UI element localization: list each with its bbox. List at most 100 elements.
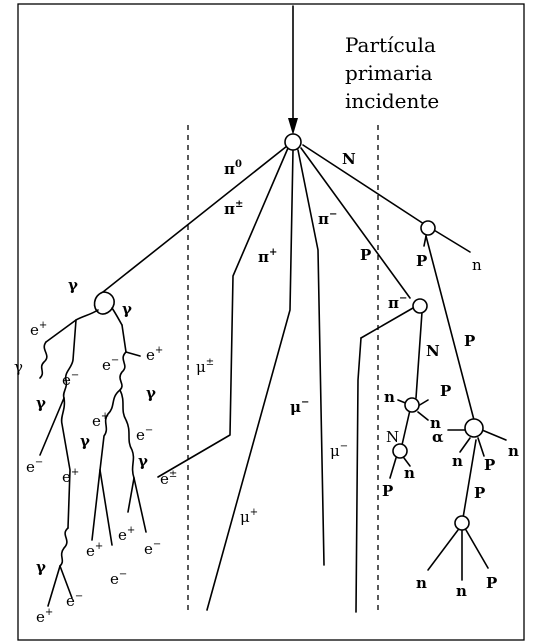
track-gamma-wiggle-b xyxy=(59,527,69,567)
track-pi0 xyxy=(102,145,288,293)
label-pi0: π0 xyxy=(224,159,242,178)
label-eminus-7: e− xyxy=(66,591,83,610)
label-eminus-4: e− xyxy=(26,457,43,476)
label-P-1: P xyxy=(416,252,427,270)
track-P-6 xyxy=(462,439,477,519)
title-line-2: primaria xyxy=(345,61,433,85)
node-primary xyxy=(284,133,302,151)
label-eplus-2: e+ xyxy=(146,345,163,364)
label-eminus-1: e− xyxy=(62,370,79,389)
label-pi-minus-mid: π− xyxy=(318,209,337,228)
node-alpha xyxy=(464,418,484,438)
track-P-7 xyxy=(465,529,489,569)
track-P xyxy=(300,147,411,299)
label-n-7: n xyxy=(416,574,427,592)
label-eminus-2: e− xyxy=(102,355,119,374)
label-N-top: N xyxy=(342,150,356,168)
track-pi-minus-right xyxy=(360,307,414,339)
label-eplus-4: e+ xyxy=(62,467,79,486)
track-P-5 xyxy=(477,437,485,457)
track-muon-plus xyxy=(206,149,294,611)
track-eminus-b xyxy=(39,397,65,456)
track-n-7 xyxy=(427,529,459,571)
track-gamma-wiggle-a xyxy=(39,341,48,379)
label-n-4: n xyxy=(404,464,415,482)
node-n xyxy=(404,397,420,413)
label-n-3: n xyxy=(430,414,441,432)
label-gamma-5: γ xyxy=(146,384,156,402)
label-P-5: P xyxy=(484,456,495,474)
label-n-1: n xyxy=(472,256,482,274)
node-N xyxy=(420,220,436,236)
track-N-3 xyxy=(401,409,411,446)
track-eminus-f xyxy=(133,477,147,533)
track-n-5 xyxy=(459,437,471,453)
label-eminus-6: e− xyxy=(110,569,127,588)
label-gamma-1: γ xyxy=(68,276,78,294)
label-muminus-1: μ− xyxy=(290,397,309,416)
track-P-1-stub xyxy=(423,235,427,247)
label-P-mid: P xyxy=(360,246,371,264)
label-muminus-2: μ− xyxy=(330,441,348,460)
title-line-1: Partícula xyxy=(345,33,436,57)
track-muon-minus-2 xyxy=(355,337,362,613)
track-gamma-wiggle-d xyxy=(99,389,121,471)
label-epm: e± xyxy=(160,469,177,488)
track-P-4 xyxy=(389,457,397,479)
label-N-3: N xyxy=(386,428,399,446)
label-P-3: P xyxy=(440,382,451,400)
label-eminus-5: e− xyxy=(144,539,161,558)
label-pipm: π± xyxy=(224,199,243,218)
label-n-6: n xyxy=(508,442,519,460)
track-eminus-e xyxy=(99,469,113,546)
track-eplus-e xyxy=(91,469,101,541)
label-pi-minus-right: π− xyxy=(388,293,407,312)
label-eplus-3: e+ xyxy=(92,411,109,430)
label-gamma-2: γ xyxy=(122,300,132,318)
label-alpha: α xyxy=(432,428,444,446)
track-n-4 xyxy=(403,457,411,467)
label-n-2: n xyxy=(384,388,395,406)
track-eminus-d xyxy=(119,389,135,479)
track-N-2 xyxy=(415,311,423,399)
label-gamma-4: γ xyxy=(36,394,46,412)
label-eplus-1: e+ xyxy=(30,320,47,339)
track-pi-plus-muon xyxy=(157,147,289,478)
arrow-head xyxy=(288,118,298,135)
track-n-6 xyxy=(481,429,507,441)
track-P-2 xyxy=(425,235,475,421)
title-line-3: incidente xyxy=(345,89,439,113)
track-eplus-c xyxy=(47,565,61,607)
label-gamma-8: γ xyxy=(36,558,46,576)
label-eplus-7: e+ xyxy=(36,607,53,626)
track-eplus-f xyxy=(127,477,135,513)
label-eminus-3: e− xyxy=(136,425,153,444)
track-gamma-left xyxy=(75,309,99,321)
track-eplus-b xyxy=(60,397,71,529)
label-eplus-5: e+ xyxy=(86,541,103,560)
track-gamma-right xyxy=(111,307,123,326)
track-eminus-a xyxy=(62,319,77,399)
label-gamma-7: γ xyxy=(138,452,148,470)
track-gamma-wiggle-c xyxy=(119,324,127,391)
label-P-6: P xyxy=(474,484,485,502)
node-pi-minus xyxy=(412,298,428,314)
track-eplus-d xyxy=(125,351,141,357)
label-P-4: P xyxy=(382,482,393,500)
label-eplus-6: e+ xyxy=(118,525,135,544)
node-P-6 xyxy=(454,515,470,531)
diagram-frame xyxy=(17,3,525,641)
node-N-3 xyxy=(392,443,408,459)
label-n-8: n xyxy=(456,582,467,600)
track-eminus-c xyxy=(59,565,73,599)
label-P-2: P xyxy=(464,332,475,350)
track-eplus-a xyxy=(45,319,77,343)
label-gamma-3: γ xyxy=(14,358,23,376)
track-N xyxy=(302,144,425,225)
track-n-3-stub xyxy=(417,411,429,421)
label-P-7: P xyxy=(486,574,497,592)
label-gamma-6: γ xyxy=(80,432,90,450)
label-N-2: N xyxy=(426,342,440,360)
